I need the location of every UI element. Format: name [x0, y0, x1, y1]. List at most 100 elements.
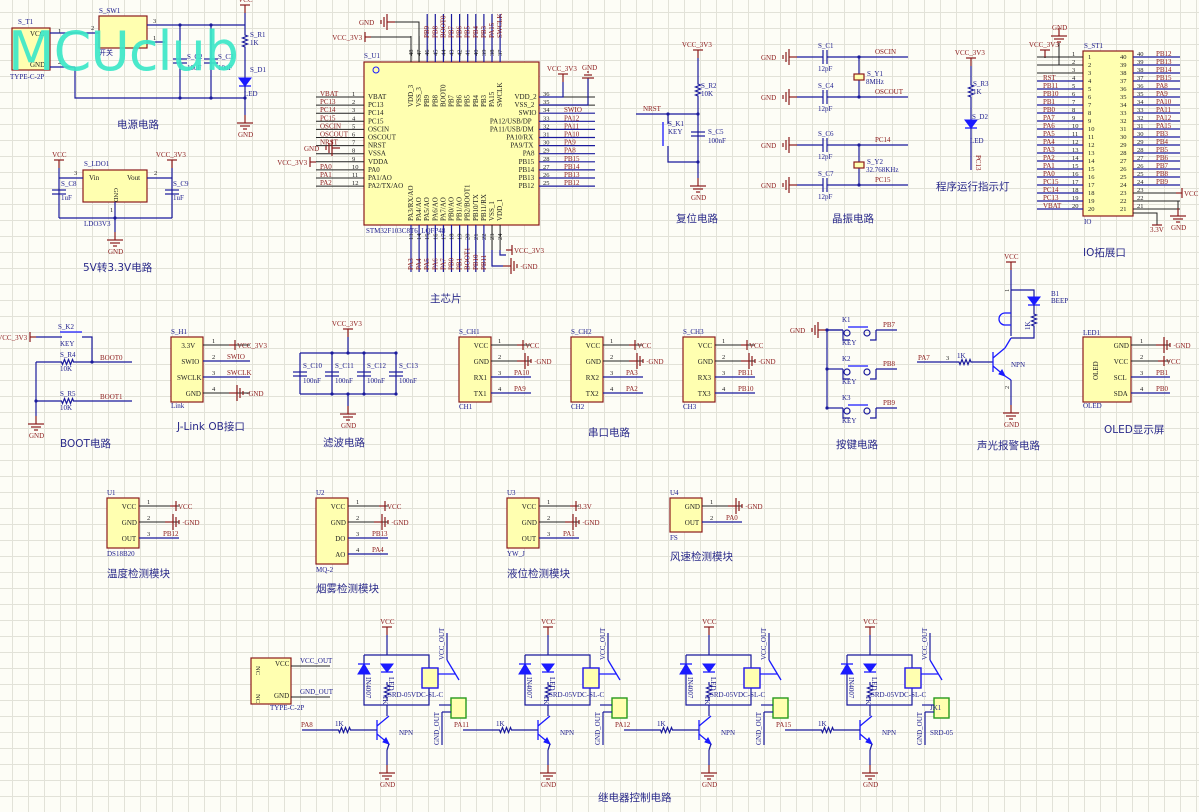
pin-number: 13: [1088, 150, 1095, 157]
flyback-diode-icon: [679, 663, 693, 675]
power-port-icon: VCC: [541, 618, 556, 635]
pin-number: 25: [543, 180, 550, 187]
power-port-icon: VCC: [1158, 356, 1181, 366]
pin-number: 21: [1137, 203, 1144, 210]
pin-number: 3: [1088, 70, 1091, 77]
pin-number: 2: [58, 59, 61, 66]
part-label: FS: [670, 534, 678, 542]
pin-name: PB13: [519, 174, 535, 182]
power-port-icon: VCC_3V3: [332, 32, 371, 42]
ref-label: S_C9: [173, 180, 189, 188]
part-label: SRD-05VDC-SL-C: [871, 691, 927, 699]
power-label: VCC: [541, 618, 556, 626]
pin-number: 3: [498, 370, 501, 377]
pin-name: VDD_1: [496, 198, 504, 221]
pin-number: 2: [154, 170, 157, 177]
junction-dot: [394, 392, 398, 396]
pin-name: PA3/RX/AO: [407, 185, 415, 221]
pin-number: 21: [1120, 206, 1127, 213]
pin-number: 2: [722, 354, 725, 361]
junction-dot: [825, 406, 829, 410]
led-icon: [238, 77, 252, 87]
pin-number: 2: [212, 354, 215, 361]
net-label: PB12: [163, 530, 179, 538]
pin-number: 3: [153, 18, 156, 25]
power-label: VCC_3V3: [156, 151, 186, 159]
pin-name: PA0: [368, 166, 380, 174]
oled-module: [1082, 336, 1132, 403]
pin-number: 26: [543, 172, 550, 179]
pin-number: 43: [449, 50, 456, 57]
net-label: PB6: [456, 25, 464, 38]
part-label: LED: [709, 677, 717, 691]
transistor-collector: [376, 715, 390, 727]
part-label: KEY: [842, 417, 856, 425]
part-label: NPN: [721, 729, 735, 737]
pin-name: PB9: [423, 94, 431, 107]
resistor-zigzag: [60, 357, 75, 367]
wire: [539, 78, 589, 106]
pin-name: TX1: [474, 390, 487, 398]
part-label: TYPE-C-2P: [270, 704, 304, 712]
pin-number: 40: [473, 50, 480, 57]
pin-number: 32: [1137, 115, 1144, 122]
net-label: PB13: [1156, 58, 1172, 66]
ref-label: K1: [842, 316, 851, 324]
pin-number: 27: [543, 164, 550, 171]
part-label: CH2: [571, 403, 585, 411]
pin-name: PB2/BOOT1: [464, 184, 472, 221]
ground-icon: GND: [761, 49, 797, 65]
net-label: PB10: [1043, 90, 1059, 98]
pin-number: 46: [424, 49, 431, 56]
capacitor-icon: [357, 371, 371, 377]
pin-number: 8: [352, 148, 355, 155]
crystal-icon: [853, 73, 865, 81]
pin-number: 14: [1072, 155, 1079, 162]
section-title: J-Link OB接口: [176, 420, 245, 433]
ref-label: S_ST1: [1084, 42, 1104, 50]
ground-icon: ·GND: [565, 514, 600, 530]
switch-contact: [843, 329, 851, 337]
part-label: YW_J: [507, 550, 525, 558]
pin-number: 19: [457, 234, 464, 241]
pin-number: 2: [498, 354, 501, 361]
net-label: NRST: [320, 139, 339, 147]
pin-name: GND: [1114, 342, 1129, 350]
pin-name: SDA: [1114, 390, 1128, 398]
pin-name: SWIO: [519, 109, 537, 117]
wire: [685, 654, 752, 706]
part-label: KEY: [842, 339, 856, 347]
pin-number: 9: [1088, 118, 1091, 125]
value-label: 8MHz: [866, 78, 884, 86]
value-label: 12pF: [818, 65, 833, 73]
ground-icon: ·GND: [517, 353, 552, 369]
net-label: PB0: [1043, 106, 1056, 114]
pin-name: VCC: [275, 660, 290, 668]
part-label: LED: [387, 677, 395, 691]
ground-icon: GND: [790, 322, 826, 338]
power-port-icon: VCC_3V3: [156, 151, 186, 168]
ref-label: S_C8: [61, 180, 77, 188]
capacitor-icon: [822, 178, 828, 192]
ground-label: ·GND: [246, 390, 264, 398]
ground-label: GND: [1052, 24, 1067, 32]
pin-number: 3: [610, 370, 613, 377]
pin-number: 37: [1137, 75, 1144, 82]
pin-number: 20: [465, 234, 472, 241]
value-label: 1K: [250, 39, 259, 47]
pin-label: Vout: [127, 174, 140, 182]
mcu-chip: [363, 61, 540, 226]
relay-contact: [607, 659, 621, 681]
ref-label: JK1: [930, 704, 942, 712]
ground-icon: GND: [379, 765, 395, 789]
ground-icon: ·GND: [374, 514, 409, 530]
ref-label: U1: [107, 489, 116, 497]
power-label: VCC_3V3: [514, 247, 544, 255]
pin-number: 9: [1072, 115, 1075, 122]
pin-number: 2: [1004, 386, 1011, 389]
ground-icon: [1051, 28, 1067, 43]
pin-name: VCC: [522, 503, 537, 511]
ground-label: ·GND: [1173, 342, 1191, 350]
